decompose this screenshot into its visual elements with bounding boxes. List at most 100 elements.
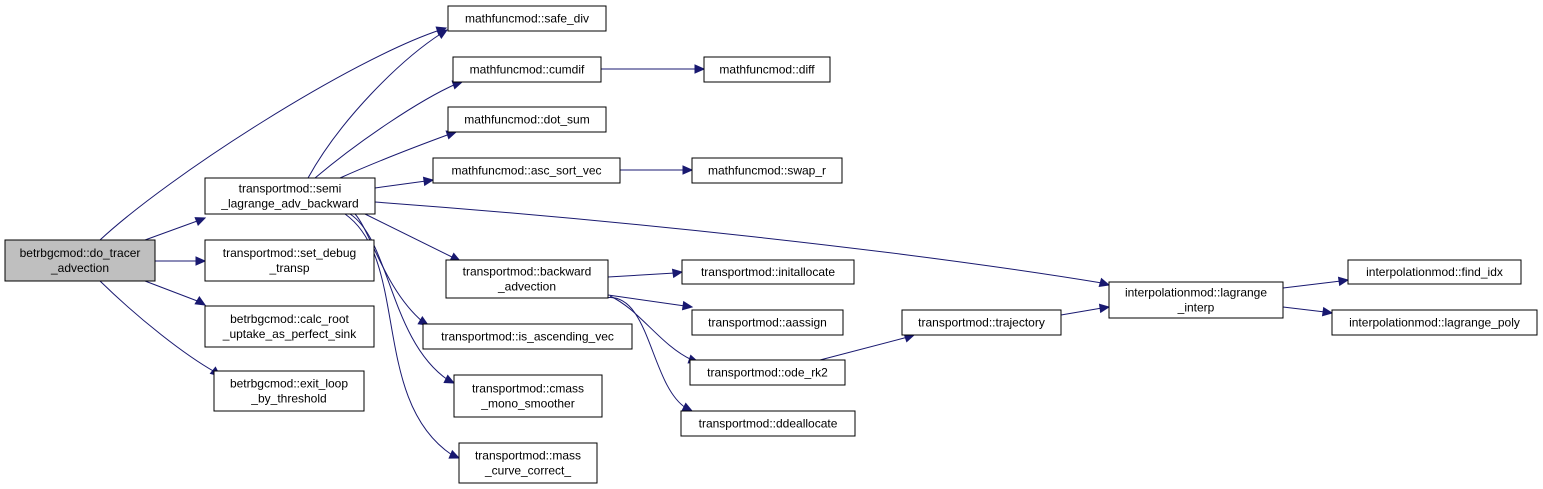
edge-line [314, 83, 457, 179]
edge-do_tracer-to-set_debug [155, 256, 207, 266]
node-box [453, 374, 603, 418]
edge-line [354, 213, 424, 323]
node-label-line: betrbgcmod::do_tracer [20, 246, 141, 260]
node-label-line: mathfuncmod::swap_r [708, 164, 826, 178]
edge-line [609, 295, 693, 361]
arrowhead-icon [443, 374, 456, 384]
node-box [681, 259, 855, 285]
node-cmass[interactable]: transportmod::cmass_mono_smoother [453, 374, 603, 418]
node-ode_rk2[interactable]: transportmod::ode_rk2 [689, 359, 846, 386]
node-box [689, 359, 846, 386]
node-box [1108, 281, 1284, 319]
node-label-line: interpolationmod::lagrange_poly [1349, 316, 1520, 330]
edge-asc_sort-to-swap_r [620, 165, 694, 175]
arrowhead-icon [436, 29, 449, 39]
node-box [691, 309, 844, 336]
edge-line [144, 280, 201, 303]
edge-semi-to-cmass [349, 213, 456, 384]
node-label-line: _interp [1177, 301, 1215, 315]
edge-backward-to-ddeallocate [604, 297, 694, 412]
edge-line [99, 29, 441, 241]
arrowhead-icon [681, 300, 694, 311]
node-box [458, 442, 598, 484]
node-box [447, 5, 607, 32]
node-label-line: _advection [497, 280, 556, 294]
node-label-line: mathfuncmod::cumdif [470, 63, 585, 77]
edge-line [144, 219, 201, 241]
node-safe_div[interactable]: mathfuncmod::safe_div [447, 5, 607, 32]
edge-line [819, 336, 909, 361]
node-do_tracer[interactable]: betrbgcmod::do_tracer_advection [4, 239, 156, 282]
node-label-line: mathfuncmod::asc_sort_vec [451, 164, 601, 178]
node-box [1331, 309, 1538, 336]
node-label-line: _curve_correct_ [484, 464, 571, 478]
node-label-line: transportmod::ode_rk2 [707, 366, 828, 380]
node-label-line: transportmod::aassign [708, 316, 827, 330]
node-box [703, 56, 831, 83]
arrowhead-icon [1098, 277, 1111, 287]
node-lagrange_poly[interactable]: interpolationmod::lagrange_poly [1331, 309, 1538, 336]
edge-line [604, 297, 687, 409]
node-lagrange_interp[interactable]: interpolationmod::lagrange_interp [1108, 281, 1284, 319]
node-swap_r[interactable]: mathfuncmod::swap_r [691, 157, 843, 184]
node-cumdif[interactable]: mathfuncmod::cumdif [452, 56, 602, 83]
edge-line [307, 32, 443, 179]
arrowhead-icon [194, 296, 207, 306]
node-backward[interactable]: transportmod::backward_advection [445, 259, 609, 299]
node-label-line: transportmod::ddeallocate [699, 417, 838, 431]
node-set_debug[interactable]: transportmod::set_debug_transp [204, 239, 375, 282]
node-is_asc[interactable]: transportmod::is_ascending_vec [422, 323, 633, 350]
node-label-line: transportmod::backward [463, 265, 592, 279]
arrowhead-icon [682, 165, 694, 175]
node-label-line: betrbgcmod::calc_root [230, 312, 349, 326]
node-trajectory[interactable]: transportmod::trajectory [901, 309, 1062, 336]
node-calc_root[interactable]: betrbgcmod::calc_root_uptake_as_perfect_… [204, 305, 375, 348]
edge-line [1060, 307, 1103, 316]
node-box [691, 157, 843, 184]
arrowhead-icon [194, 217, 207, 226]
node-label-line: mathfuncmod::dot_sum [464, 113, 589, 127]
node-label-line: _mono_smoother [480, 397, 574, 411]
node-box [204, 239, 375, 282]
edge-ode_rk2-to-trajectory [819, 333, 916, 361]
node-box [1347, 259, 1522, 285]
nodes-layer: betrbgcmod::do_tracer_advectiontransport… [4, 5, 1538, 484]
node-label-line: _transp [268, 261, 309, 275]
node-mass_curve[interactable]: transportmod::mass_curve_correct_ [458, 442, 598, 484]
node-asc_sort[interactable]: mathfuncmod::asc_sort_vec [432, 157, 621, 184]
arrowhead-icon [1337, 276, 1350, 287]
node-label-line: _by_threshold [250, 392, 326, 406]
arrowhead-icon [671, 268, 684, 279]
edge-line [374, 180, 427, 189]
node-label-line: transportmod::mass [475, 449, 581, 463]
edge-do_tracer-to-semi [144, 217, 207, 241]
arrowhead-icon [422, 176, 435, 187]
node-box [680, 410, 856, 437]
edge-cumdif-to-diff [601, 64, 706, 74]
edge-line [364, 213, 455, 259]
node-exit_loop[interactable]: betrbgcmod::exit_loop_by_threshold [213, 370, 365, 412]
node-box [422, 323, 633, 350]
edge-backward-to-aassign [607, 294, 694, 311]
node-box [4, 239, 156, 282]
node-label-line: mathfuncmod::safe_div [465, 12, 589, 26]
node-semi[interactable]: transportmod::semi_lagrange_adv_backward [204, 177, 376, 215]
node-initallocate[interactable]: transportmod::initallocate [681, 259, 855, 285]
edge-line [607, 294, 686, 307]
edge-trajectory-to-lagrange_interp [1060, 303, 1111, 316]
node-aassign[interactable]: transportmod::aassign [691, 309, 844, 336]
node-label-line: transportmod::set_debug [223, 246, 356, 260]
edge-lagrange_interp-to-find_idx [1282, 276, 1350, 289]
node-label-line: transportmod::initallocate [701, 265, 835, 279]
node-find_idx[interactable]: interpolationmod::find_idx [1347, 259, 1522, 285]
arrowhead-icon [1321, 306, 1334, 317]
edge-do_tracer-to-calc_root [144, 280, 207, 306]
edge-semi-to-safe_div [307, 29, 449, 179]
node-diff[interactable]: mathfuncmod::diff [703, 56, 831, 83]
node-dot_sum[interactable]: mathfuncmod::dot_sum [447, 106, 607, 133]
edge-line [1282, 306, 1326, 313]
node-ddeallocate[interactable]: transportmod::ddeallocate [680, 410, 856, 437]
edge-line [344, 213, 453, 456]
edge-lagrange_interp-to-lagrange_poly [1282, 306, 1334, 317]
